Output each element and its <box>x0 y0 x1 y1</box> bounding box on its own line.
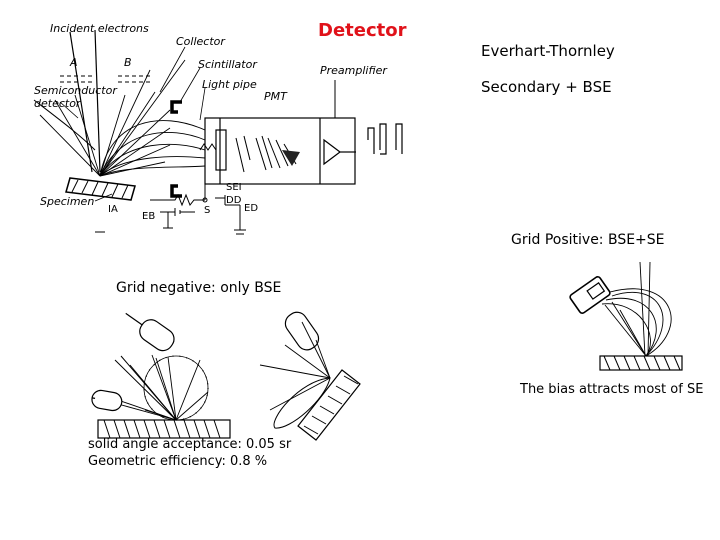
label-eb: EB <box>142 211 156 222</box>
label-scintillator: Scintillator <box>198 58 257 71</box>
detector-type-label: Everhart-Thornley <box>481 42 615 60</box>
grid-negative-label: Grid negative: only BSE <box>116 280 282 296</box>
label-ed: ED <box>244 203 259 214</box>
label-a: A <box>70 56 78 69</box>
bias-note: The bias attracts most of SE <box>520 382 704 397</box>
detector-housing <box>204 117 356 185</box>
electron-trajectories <box>39 59 206 177</box>
incident-beam-left <box>114 355 177 421</box>
label-pmt: PMT <box>264 90 287 103</box>
signal-label: Secondary + BSE <box>481 78 612 96</box>
solid-angle-caption: solid angle acceptance: 0.05 sr <box>88 437 292 452</box>
grid-negative-rays <box>111 354 209 421</box>
bias-circuit <box>95 184 246 235</box>
label-light-pipe: Light pipe <box>202 78 257 91</box>
label-preamplifier: Preamplifier <box>320 64 387 77</box>
label-b: B <box>124 56 132 69</box>
label-specimen: Specimen <box>40 195 95 208</box>
emission-lobe <box>273 377 331 429</box>
label-collector: Collector <box>176 35 225 48</box>
pmt-anode <box>282 150 300 166</box>
label-leaders <box>59 46 206 202</box>
label-dd: DD <box>226 195 242 206</box>
label-sei: SEI <box>226 182 242 193</box>
label-semiconductor: Semiconductor detector <box>34 84 117 110</box>
grid-negative-specimen <box>97 419 231 439</box>
label-s: S <box>204 205 211 216</box>
incident-beam-lines <box>69 29 101 173</box>
bse-detector-tubes <box>91 312 175 412</box>
output-pulses <box>367 123 403 155</box>
grid-positive-detector <box>569 276 611 314</box>
collector-grid <box>170 100 182 198</box>
signal-wave <box>199 143 217 151</box>
tilted-detector-tube <box>284 311 320 351</box>
preamplifier <box>323 138 356 166</box>
grid-positive-label: Grid Positive: BSE+SE <box>511 232 665 248</box>
grid-positive-specimen <box>599 355 683 371</box>
grid-positive-trajectories <box>601 288 672 357</box>
page-title: Detector <box>318 20 407 41</box>
pmt-dynodes <box>235 135 297 173</box>
tilted-specimen <box>297 369 361 441</box>
label-incident: Incident electrons <box>50 22 149 35</box>
efficiency-caption: Geometric efficiency: 0.8 % <box>88 454 268 469</box>
detector-a-b-dashed <box>60 75 152 83</box>
specimen-block <box>65 177 136 201</box>
label-ia: IA <box>108 204 118 215</box>
tilted-rays <box>259 321 331 411</box>
